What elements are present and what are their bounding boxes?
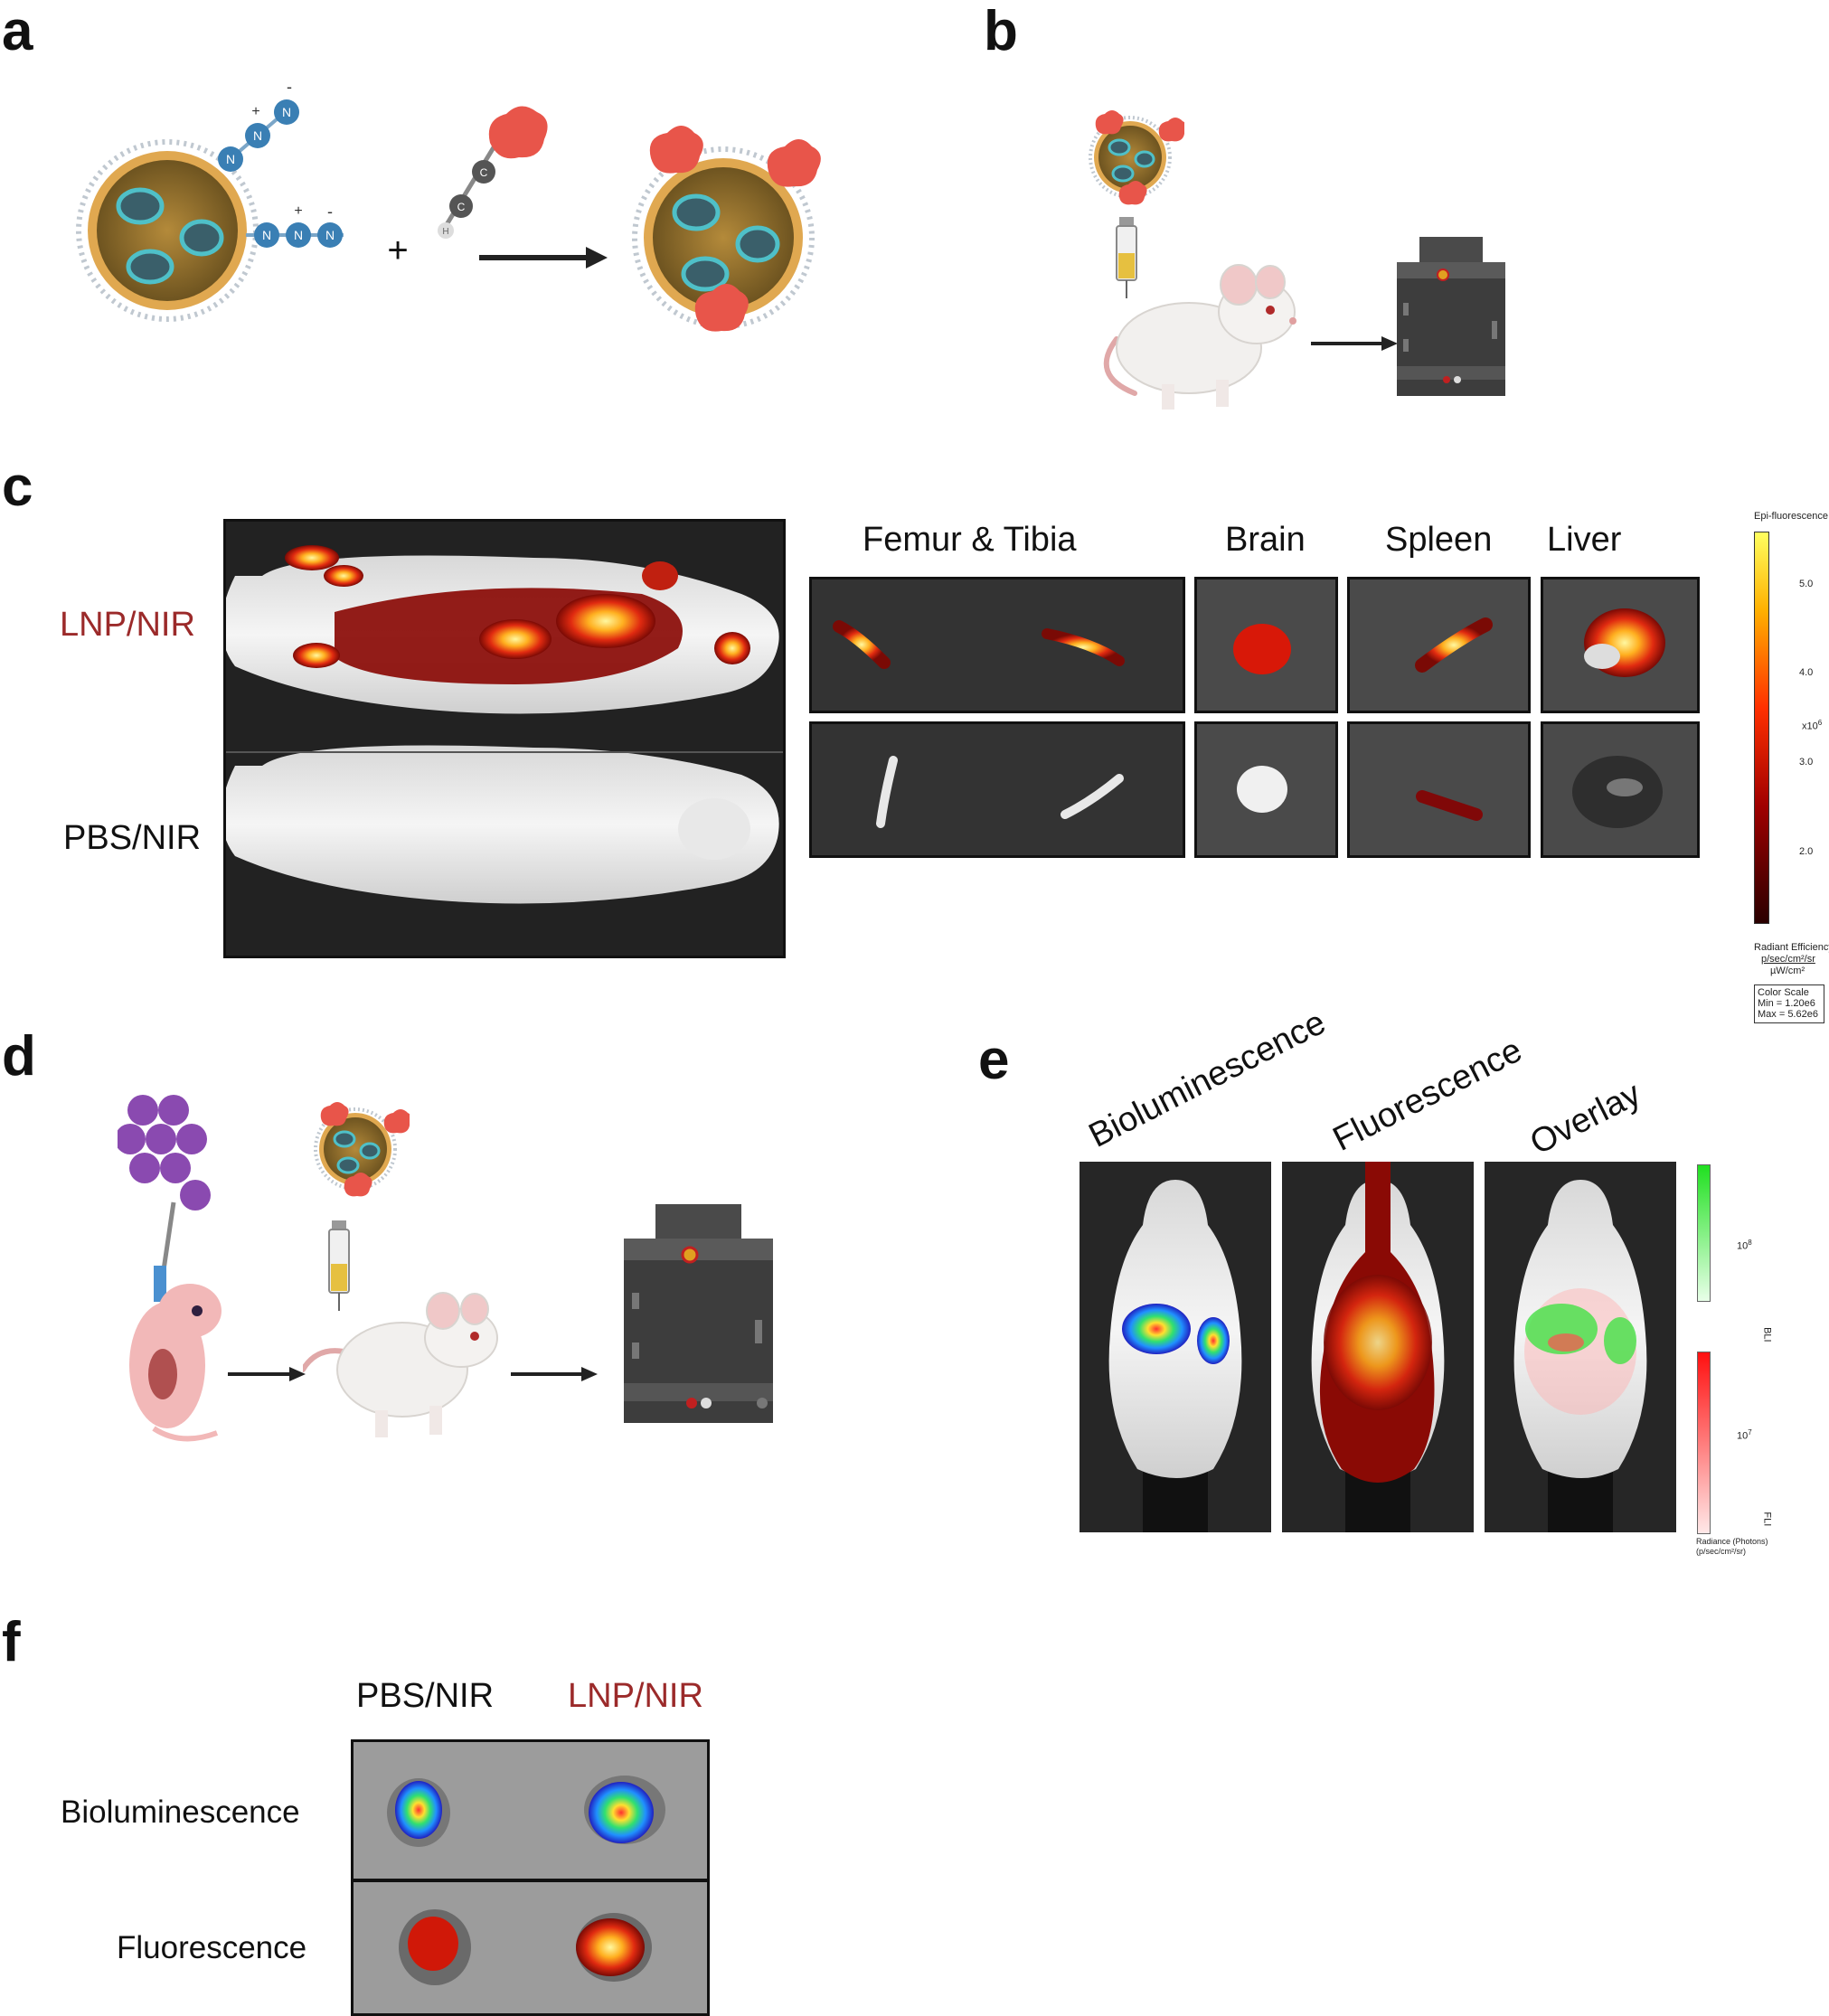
colorbar-tick: 3.0 bbox=[1799, 757, 1814, 768]
bioluminescence-tumor-image bbox=[351, 1739, 710, 1881]
panel-label-d: d bbox=[2, 1025, 36, 1088]
brain-pbs-image bbox=[1194, 721, 1338, 858]
click-chemistry-scheme: N N N + - N N N + - + C C H bbox=[72, 72, 633, 344]
spleen-pbs-image bbox=[1347, 721, 1531, 858]
spleen-lnp-image bbox=[1347, 577, 1531, 713]
col-header-fluorescence: Fluorescence bbox=[1326, 1031, 1529, 1159]
svg-text:N: N bbox=[253, 128, 262, 143]
neonate-injection-icon bbox=[118, 1094, 235, 1455]
col-header-liver: Liver bbox=[1547, 521, 1622, 559]
overlay-mouse-image bbox=[1485, 1162, 1676, 1532]
svg-text:-: - bbox=[287, 78, 292, 96]
col-header-lnp: LNP/NIR bbox=[568, 1677, 703, 1715]
bli-colorbar bbox=[1697, 1164, 1711, 1302]
svg-text:N: N bbox=[282, 105, 291, 119]
arrow-right-icon bbox=[511, 1361, 601, 1388]
conjugated-nanoparticle-icon bbox=[624, 122, 832, 339]
col-header-brain: Brain bbox=[1225, 521, 1306, 559]
alkyne-dye-icon: C C H bbox=[438, 106, 548, 239]
svg-text:N: N bbox=[226, 152, 235, 166]
panel-label-a: a bbox=[2, 0, 33, 62]
femur-tibia-pbs-image bbox=[809, 721, 1185, 858]
liver-pbs-image bbox=[1541, 721, 1700, 858]
col-header-spleen: Spleen bbox=[1385, 521, 1493, 559]
conjugated-nanoparticle-icon bbox=[1085, 107, 1184, 206]
col-header-pbs: PBS/NIR bbox=[356, 1677, 495, 1715]
arrow-right-icon bbox=[1311, 330, 1401, 357]
svg-text:+: + bbox=[387, 231, 408, 270]
colorbar-tick: 5.0 bbox=[1799, 579, 1814, 589]
colorbar-title: Epi-fluorescence bbox=[1754, 511, 1828, 522]
liver-lnp-image bbox=[1541, 577, 1700, 713]
brain-lnp-image bbox=[1194, 577, 1338, 713]
color-scale-title: Color Scale bbox=[1758, 987, 1809, 998]
azide-group-icon: N N N + - bbox=[218, 78, 299, 172]
fli-label: FLI bbox=[1761, 1512, 1773, 1527]
svg-text:N: N bbox=[294, 228, 303, 242]
radiance-unit: (p/sec/cm²/sr) bbox=[1696, 1547, 1746, 1556]
colorbar-tick: 2.0 bbox=[1799, 846, 1814, 857]
mouse-icon bbox=[1103, 264, 1296, 410]
fluorescence-mouse-image bbox=[1282, 1162, 1474, 1532]
ivis-imager-icon bbox=[1392, 235, 1510, 407]
col-header-femur-tibia: Femur & Tibia bbox=[863, 521, 1077, 559]
syringe-icon bbox=[328, 1220, 350, 1311]
ivis-imager-icon bbox=[619, 1202, 778, 1437]
panel-label-f: f bbox=[2, 1611, 21, 1673]
mouse-injection-icon bbox=[1098, 208, 1370, 416]
color-scale-max: Max = 5.62e6 bbox=[1758, 1009, 1818, 1020]
fluorescence-tumor-image bbox=[351, 1879, 710, 2016]
panel-label-c: c bbox=[2, 456, 33, 518]
bioluminescence-mouse-image bbox=[1079, 1162, 1271, 1532]
conjugated-nanoparticle-icon bbox=[310, 1098, 410, 1198]
row-label-lnp: LNP/NIR bbox=[60, 606, 195, 644]
color-scale-box: Color Scale Min = 1.20e6 Max = 5.62e6 bbox=[1754, 984, 1824, 1023]
svg-text:C: C bbox=[457, 201, 466, 213]
mouse-icon bbox=[303, 1292, 498, 1437]
femur-tibia-lnp-image bbox=[809, 577, 1185, 713]
col-header-bioluminescence: Bioluminescence bbox=[1082, 1003, 1332, 1155]
radiance-unit: Radiance (Photons) bbox=[1696, 1537, 1768, 1546]
bli-label: BLI bbox=[1761, 1327, 1773, 1342]
cells-cluster-icon bbox=[118, 1095, 211, 1211]
svg-text:-: - bbox=[327, 203, 333, 221]
svg-text:H: H bbox=[442, 227, 448, 237]
syringe-icon bbox=[1116, 217, 1137, 298]
whole-body-image bbox=[223, 519, 786, 958]
epi-fluorescence-colorbar bbox=[1754, 532, 1769, 924]
row-label-bioluminescence: Bioluminescence bbox=[61, 1795, 300, 1830]
neonate-mouse-icon bbox=[129, 1284, 222, 1442]
colorbar-multiplier: x106 bbox=[1802, 719, 1823, 732]
svg-text:N: N bbox=[325, 228, 335, 242]
colorbar-unit: µW/cm² bbox=[1770, 966, 1805, 976]
color-scale-min: Min = 1.20e6 bbox=[1758, 998, 1815, 1009]
azide-group-icon: N N N + - bbox=[246, 203, 344, 248]
fli-colorbar bbox=[1697, 1352, 1711, 1534]
panel-label-b: b bbox=[984, 0, 1018, 62]
col-header-overlay: Overlay bbox=[1523, 1074, 1647, 1163]
svg-text:+: + bbox=[251, 104, 259, 119]
lipid-nanoparticle-icon bbox=[76, 139, 259, 322]
svg-text:C: C bbox=[480, 166, 488, 179]
colorbar-unit: Radiant Efficiency bbox=[1754, 942, 1829, 953]
svg-text:N: N bbox=[262, 228, 271, 242]
colorbar-unit: p/sec/cm²/sr bbox=[1761, 954, 1815, 965]
svg-text:+: + bbox=[294, 203, 302, 219]
colorbar-tick: 4.0 bbox=[1799, 667, 1814, 678]
mouse-injection-icon bbox=[303, 1220, 520, 1446]
row-label-fluorescence: Fluorescence bbox=[117, 1930, 307, 1965]
panel-label-e: e bbox=[978, 1029, 1010, 1091]
fli-scale-exponent: 107 bbox=[1737, 1428, 1752, 1442]
arrow-right-icon bbox=[228, 1361, 309, 1388]
bli-scale-exponent: 108 bbox=[1737, 1239, 1752, 1252]
row-label-pbs: PBS/NIR bbox=[63, 819, 202, 857]
